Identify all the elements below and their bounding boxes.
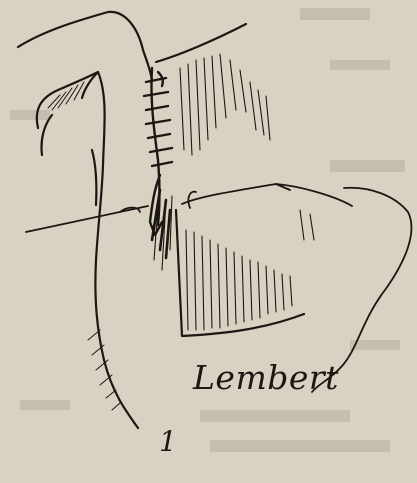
technique-label: Lembert	[193, 358, 339, 397]
right-intestine	[156, 24, 304, 336]
figure-number: 1	[159, 425, 177, 458]
left-loop-hatching	[48, 82, 120, 410]
